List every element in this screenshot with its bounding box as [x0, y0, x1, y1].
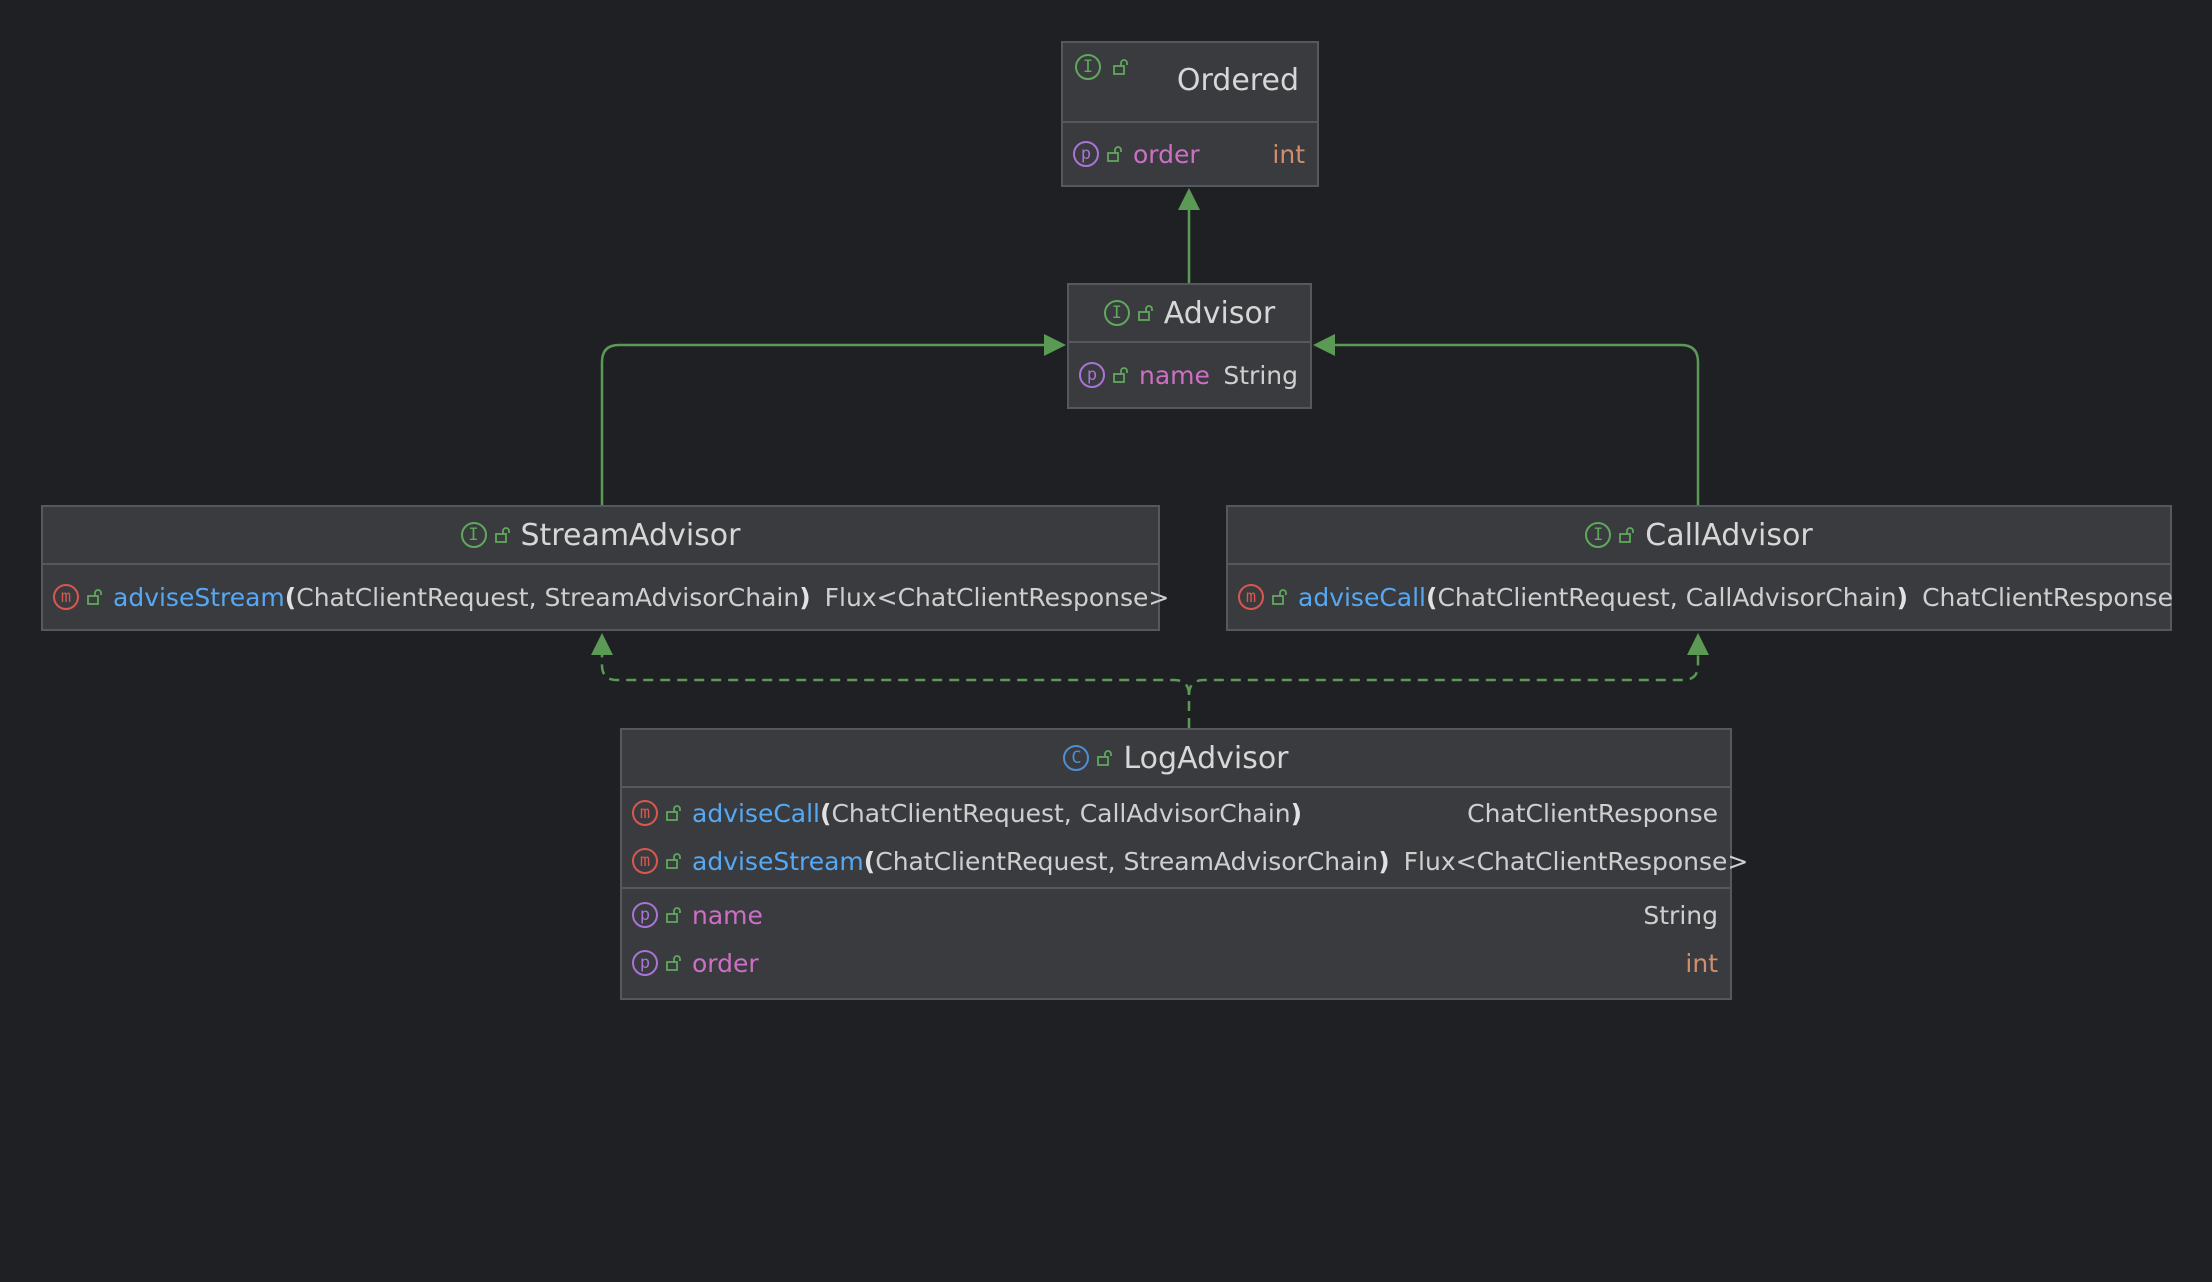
- method-return-type: Flux<ChatClientResponse>: [1403, 846, 1749, 876]
- method-name: adviseStream: [113, 582, 285, 612]
- edge-logadvisor-streamadvisor: [600, 650, 1191, 728]
- unlock-icon: [666, 907, 681, 923]
- property-name: name: [692, 900, 763, 930]
- unlock-icon: [1097, 750, 1113, 766]
- unlock-icon: [1272, 589, 1287, 605]
- interface-icon: I: [1585, 522, 1612, 548]
- unlock-icon: [1113, 59, 1128, 75]
- close-paren: ): [1378, 846, 1390, 876]
- method-icon: m: [53, 584, 79, 610]
- property-type: String: [1643, 900, 1718, 930]
- open-paren: (: [284, 582, 297, 612]
- method-name: adviseStream: [692, 846, 864, 876]
- interface-icon: I: [1075, 54, 1101, 80]
- class-icon: C: [1063, 745, 1090, 771]
- property-type: int: [1685, 948, 1718, 978]
- method-icon: m: [632, 800, 658, 826]
- unlock-icon: [1137, 305, 1153, 321]
- arrowhead-ordered: [1178, 188, 1200, 210]
- interface-icon: I: [1103, 300, 1130, 326]
- property-row[interactable]: p order int: [622, 939, 1730, 987]
- node-title: Advisor: [1163, 295, 1276, 331]
- open-paren: (: [820, 798, 832, 828]
- unlock-icon: [1619, 527, 1635, 543]
- node-title: LogAdvisor: [1123, 740, 1289, 776]
- edge-logadvisor-calladvisor: [1187, 650, 1700, 696]
- method-name: adviseCall: [692, 798, 821, 828]
- method-return-type: Flux<ChatClientResponse>: [824, 582, 1170, 612]
- method-params: ChatClientRequest, StreamAdvisorChain: [296, 582, 800, 612]
- unlock-icon: [666, 805, 681, 821]
- property-icon: p: [632, 902, 658, 928]
- close-paren: ): [799, 582, 811, 612]
- method-row[interactable]: m adviseCall(ChatClientRequest, CallAdvi…: [622, 789, 1730, 837]
- arrowhead-calladvisor: [1687, 633, 1709, 655]
- advisor-node[interactable]: I Advisor p name String: [1067, 283, 1312, 409]
- property-icon: p: [1073, 141, 1099, 167]
- streamadvisor-node[interactable]: I StreamAdvisor m adviseStream(ChatClien…: [41, 505, 1169, 631]
- node-title: StreamAdvisor: [520, 517, 741, 553]
- property-name: name: [1139, 360, 1210, 390]
- node-title: CallAdvisor: [1645, 517, 1813, 553]
- property-icon: p: [632, 950, 658, 976]
- method-return-type: ChatClientResponse: [1467, 798, 1718, 828]
- method-params: ChatClientRequest, StreamAdvisorChain: [875, 846, 1379, 876]
- unlock-icon: [666, 853, 681, 869]
- unlock-icon: [666, 955, 681, 971]
- method-params: ChatClientRequest, CallAdvisorChain: [1437, 582, 1897, 612]
- method-icon: m: [1238, 584, 1264, 610]
- interface-icon: I: [460, 522, 487, 548]
- unlock-icon: [87, 589, 102, 605]
- unlock-icon: [1107, 146, 1122, 162]
- arrowhead-streamadvisor: [591, 633, 613, 655]
- arrowhead-advisor-left: [1044, 334, 1066, 356]
- method-row[interactable]: m adviseStream(ChatClientRequest, Stream…: [43, 565, 1169, 629]
- unlock-icon: [494, 527, 510, 543]
- unlock-icon: [1113, 367, 1128, 383]
- property-name: order: [692, 948, 759, 978]
- arrowhead-advisor-right: [1313, 334, 1335, 356]
- logadvisor-node[interactable]: C LogAdvisor m adviseCall(ChatClientRequ…: [620, 728, 1748, 1000]
- property-row[interactable]: p name String: [622, 891, 1730, 939]
- edge-streamadvisor-advisor: [600, 343, 1048, 505]
- method-name: adviseCall: [1298, 582, 1427, 612]
- method-return-type: ChatClientResponse: [1922, 582, 2173, 612]
- close-paren: ): [1290, 798, 1303, 828]
- close-paren: ): [1896, 582, 1909, 612]
- method-row[interactable]: m adviseCall(ChatClientRequest, CallAdvi…: [1228, 565, 2173, 629]
- property-row[interactable]: p order int: [1063, 123, 1317, 185]
- property-row[interactable]: p name String: [1069, 343, 1310, 407]
- property-name: order: [1133, 139, 1200, 169]
- edge-calladvisor-advisor: [1330, 343, 1700, 505]
- method-params: ChatClientRequest, CallAdvisorChain: [831, 798, 1291, 828]
- property-type: int: [1272, 139, 1305, 169]
- calladvisor-node[interactable]: I CallAdvisor m adviseCall(ChatClientReq…: [1226, 505, 2173, 631]
- node-title: Ordered: [1176, 63, 1299, 98]
- method-icon: m: [632, 848, 658, 874]
- property-type: String: [1223, 360, 1298, 390]
- open-paren: (: [1426, 582, 1438, 612]
- method-row[interactable]: m adviseStream(ChatClientRequest, Stream…: [622, 837, 1748, 885]
- open-paren: (: [863, 846, 876, 876]
- ordered-node[interactable]: I Ordered p order int: [1061, 41, 1319, 187]
- property-icon: p: [1079, 362, 1105, 388]
